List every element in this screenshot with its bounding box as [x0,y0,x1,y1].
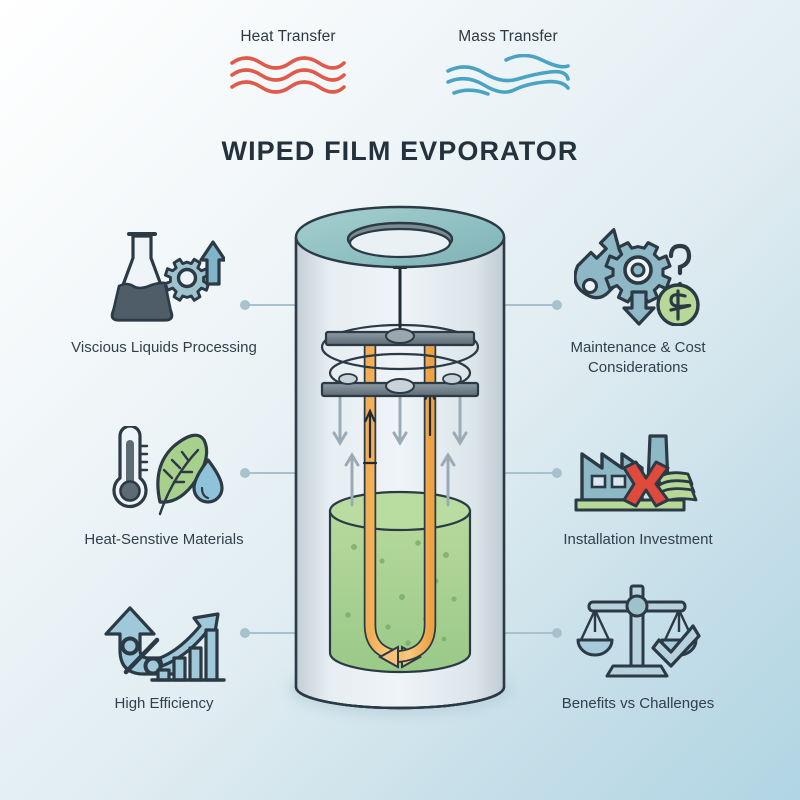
legend-label-mass-transfer: Mass Transfer [458,28,558,45]
page-title: WIPED FILM EVPORATOR [221,136,579,166]
rotor-disc-lower [320,373,480,398]
connector-left-2 [240,468,318,478]
feature-label: Maintenance & Cost Considerations [570,339,706,377]
wiped-film-evaporator-diagram [294,205,506,710]
connector-right-3 [484,628,562,638]
icon-wrap [575,578,701,682]
legend-label-heat-transfer: Heat Transfer [240,28,336,45]
money-stack [656,471,698,506]
feature-label: Benefits vs Challenges [561,695,715,712]
scale-pan-left [576,609,614,657]
red-x-icon [622,460,670,508]
feed-tube-right [377,335,437,669]
wavy-lines-icon-heat [230,56,346,94]
connector-dot [552,300,562,310]
feature-installation-investment[interactable]: Installation Investment [532,414,744,550]
percent-symbol [120,636,163,676]
icon-wrap [574,414,702,518]
percent-growth-chart-icon [104,606,226,682]
flask-gear-arrow-icon [110,232,225,322]
wavy-lines-icon-mass [446,54,570,96]
feature-viscious-liquids-processing[interactable]: Viscious Liquids Processing [58,222,270,358]
feature-maintenance-cost-considerations[interactable]: Maintenance & Cost Considerations [532,222,744,379]
connector-dot [240,468,250,478]
feature-benefits-vs-challenges[interactable]: Benefits vs Challenges [532,578,744,714]
connector-left-3 [240,628,318,638]
feature-high-efficiency[interactable]: High Efficiency [58,578,270,714]
icon-wrap [102,414,226,518]
rotor-assembly [320,323,480,398]
legend-item-heat-transfer: Heat Transfer [228,28,348,100]
connector-right-1 [484,300,562,310]
legend-item-mass-transfer: Mass Transfer [444,28,572,100]
feature-label: Viscious Liquids Processing [71,339,257,356]
icon-wrap [574,222,702,326]
feature-label: High Efficiency [114,695,214,712]
balance-scale-check-icon [576,584,701,678]
rotor-disc-upper [324,328,476,347]
icon-wrap [103,222,225,326]
icon-wrap [102,578,226,682]
connector-left-1 [240,300,318,310]
thermometer-leaf-droplet-icon [112,426,224,516]
connector-dot [552,468,562,478]
feature-label: Heat-Senstive Materials [84,531,244,548]
wrench-gear-dollar-icon [574,228,700,326]
connector-right-2 [484,468,562,478]
top-ring [294,205,506,269]
connector-dot [552,628,562,638]
feature-heat-senstive-materials[interactable]: Heat-Senstive Materials [58,414,270,550]
question-mark-icon [668,243,692,289]
upflow-arrows [344,452,456,507]
product-pool [328,490,472,674]
legend: Heat Transfer Mass Transfer [0,28,800,100]
connector-dot [240,628,250,638]
factory-cross-money-icon [574,434,698,512]
connector-dot [240,300,250,310]
feature-label: Installation Investment [563,531,713,548]
